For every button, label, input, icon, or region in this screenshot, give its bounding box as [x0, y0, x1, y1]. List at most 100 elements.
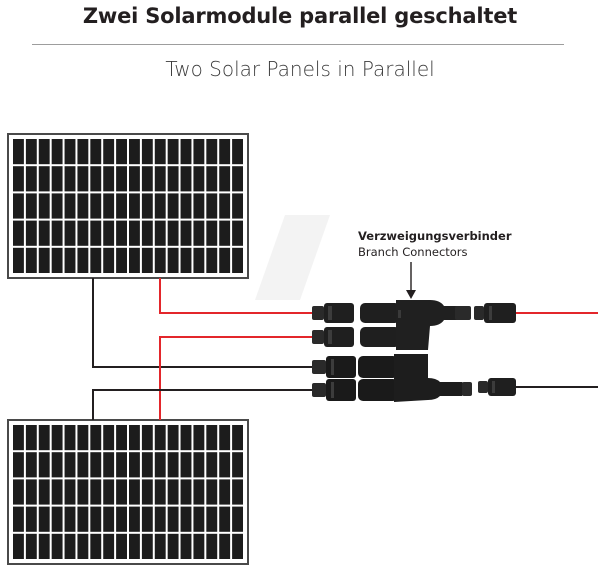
solar-cell	[77, 166, 89, 192]
solar-cell	[180, 220, 192, 246]
solar-cell	[219, 166, 231, 192]
solar-cell	[51, 425, 63, 451]
solar-cell	[64, 452, 76, 478]
solar-cell	[103, 506, 115, 532]
solar-cell	[64, 220, 76, 246]
solar-cell	[129, 139, 140, 165]
solar-cell	[25, 166, 37, 192]
solar-cell	[38, 452, 50, 478]
page-subtitle: Two Solar Panels in Parallel	[165, 57, 435, 81]
solar-cell	[129, 452, 140, 478]
mc4-plug-top-positive	[312, 303, 354, 323]
solar-cell	[90, 425, 102, 451]
solar-cell	[193, 479, 205, 505]
solar-cell	[103, 166, 115, 192]
solar-cell	[13, 479, 24, 505]
solar-cell	[64, 166, 76, 192]
solar-cell	[51, 452, 63, 478]
solar-cell	[206, 479, 218, 505]
solar-cell	[116, 193, 127, 219]
solar-cell	[206, 247, 218, 273]
solar-cell	[64, 139, 76, 165]
title-divider	[32, 44, 564, 45]
solar-cell	[193, 452, 205, 478]
solar-cell	[116, 139, 127, 165]
solar-cell	[167, 220, 179, 246]
solar-cell	[232, 220, 243, 246]
solar-cell	[206, 166, 218, 192]
solar-cell	[90, 479, 102, 505]
solar-cell	[129, 220, 140, 246]
solar-cell	[25, 452, 37, 478]
solar-cell	[193, 506, 205, 532]
solar-cell	[38, 425, 50, 451]
solar-cell	[103, 425, 115, 451]
solar-cell	[129, 425, 140, 451]
solar-cell	[13, 452, 24, 478]
solar-cell	[90, 166, 102, 192]
solar-cell	[25, 247, 37, 273]
solar-cell	[116, 452, 127, 478]
solar-cell	[141, 452, 153, 478]
mc4-plug-bottom-positive	[312, 327, 354, 347]
solar-cell	[167, 139, 179, 165]
solar-cell	[116, 479, 127, 505]
solar-cell	[77, 193, 89, 219]
solar-cell	[64, 247, 76, 273]
output-connector-negative	[478, 378, 516, 396]
solar-cell	[38, 506, 50, 532]
callout-subtitle: Branch Connectors	[358, 245, 468, 259]
solar-cell	[180, 425, 192, 451]
solar-cell	[25, 139, 37, 165]
solar-cell	[167, 506, 179, 532]
solar-cell	[38, 479, 50, 505]
solar-cell	[13, 193, 24, 219]
solar-cell	[90, 247, 102, 273]
solar-cell	[116, 220, 127, 246]
top-panel-negative-wire	[92, 278, 315, 368]
solar-cell	[154, 425, 166, 451]
solar-cell	[77, 533, 89, 559]
solar-cell	[167, 452, 179, 478]
solar-cell	[232, 139, 243, 165]
solar-cell	[141, 247, 153, 273]
solar-cell	[167, 247, 179, 273]
solar-cell	[232, 247, 243, 273]
solar-cell	[13, 220, 24, 246]
solar-cell	[38, 139, 50, 165]
bottom-panel-cells	[13, 425, 243, 559]
solar-cell	[232, 479, 243, 505]
bottom-panel-negative-wire	[92, 389, 315, 420]
solar-cell	[180, 506, 192, 532]
solar-cell	[51, 220, 63, 246]
solar-cell	[103, 479, 115, 505]
solar-cell	[77, 425, 89, 451]
panel-cable-connectors	[312, 303, 356, 401]
solar-cell	[25, 479, 37, 505]
solar-cell	[25, 506, 37, 532]
solar-cell	[103, 139, 115, 165]
solar-cell	[154, 220, 166, 246]
solar-cell	[193, 220, 205, 246]
solar-cell	[103, 533, 115, 559]
branch-connector-negative	[358, 354, 472, 402]
solar-cell	[154, 533, 166, 559]
solar-cell	[25, 220, 37, 246]
solar-cell	[193, 425, 205, 451]
solar-cell	[141, 425, 153, 451]
solar-cell	[116, 506, 127, 532]
output-connector-positive	[474, 303, 516, 323]
solar-cell	[13, 533, 24, 559]
solar-cell	[141, 139, 153, 165]
solar-cell	[103, 247, 115, 273]
solar-cell	[219, 425, 231, 451]
solar-cell	[64, 193, 76, 219]
solar-cell	[206, 452, 218, 478]
solar-cell	[154, 139, 166, 165]
solar-cell	[129, 506, 140, 532]
solar-cell	[64, 506, 76, 532]
solar-cell	[90, 193, 102, 219]
solar-cell	[103, 193, 115, 219]
